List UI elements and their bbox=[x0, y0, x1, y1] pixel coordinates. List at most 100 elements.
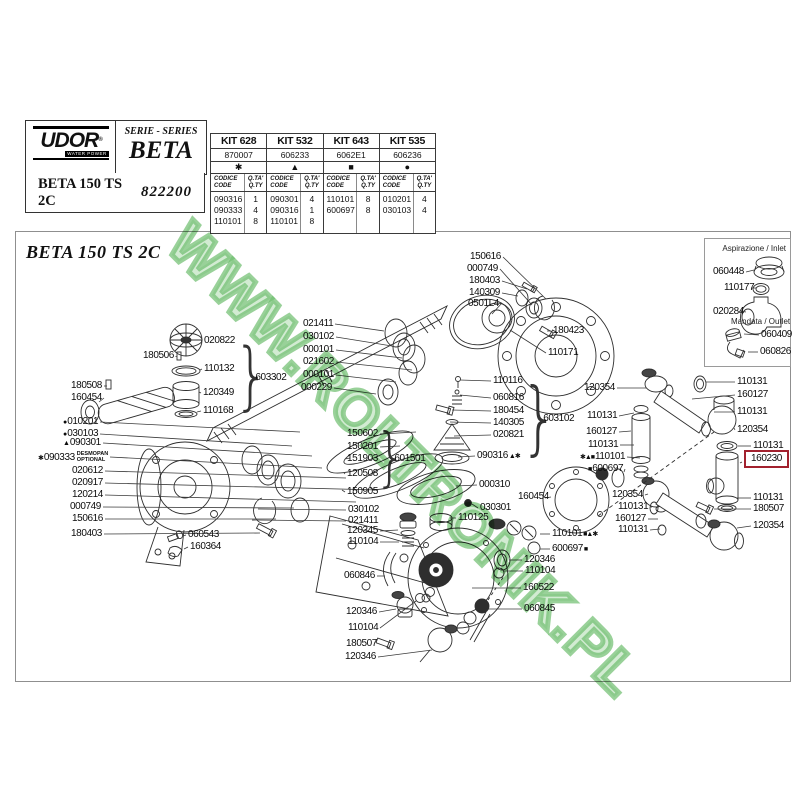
registered-mark: ® bbox=[98, 137, 103, 143]
part-label: 120354 bbox=[737, 424, 768, 435]
part-label: 000229 bbox=[301, 382, 332, 393]
part-label: 180403 bbox=[469, 275, 500, 286]
kit-symbol-marker: ■▲✱ bbox=[582, 531, 598, 538]
part-label: 110116 bbox=[493, 375, 523, 386]
part-label: 160127 bbox=[615, 513, 646, 524]
part-label: 060846 bbox=[344, 570, 375, 581]
part-label: 020612 bbox=[72, 465, 103, 476]
part-label: 060448 bbox=[713, 266, 744, 277]
part-label: 110132 bbox=[204, 363, 235, 374]
part-label: 110131 bbox=[587, 410, 618, 421]
part-label: 110104 bbox=[348, 536, 379, 547]
part-label: 060826 bbox=[760, 346, 791, 357]
part-label: 020821 bbox=[493, 429, 524, 440]
part-label: 140309 bbox=[469, 287, 500, 298]
part-label: 000749 bbox=[70, 501, 101, 512]
kit-symbol-marker: ● bbox=[63, 431, 68, 438]
part-label: 021602 bbox=[303, 356, 334, 367]
part-label: 120346 bbox=[345, 651, 376, 662]
part-label: 110104 bbox=[348, 622, 379, 633]
part-label: 160127 bbox=[737, 389, 768, 400]
part-label: 600697 ■ bbox=[552, 543, 588, 554]
part-label-highlighted: 160230 bbox=[744, 450, 789, 468]
outlet-label: Mandata / Outlet bbox=[731, 317, 791, 326]
part-label: 060845 bbox=[524, 603, 555, 614]
kit-code: 606233 bbox=[267, 149, 323, 162]
part-label: ✱▲■ 110101 bbox=[580, 451, 626, 462]
part-label: 150616 bbox=[72, 513, 103, 524]
kit-symbol-marker: ✱ bbox=[38, 455, 44, 463]
group-brace: } bbox=[375, 419, 406, 495]
part-label: 150905 bbox=[347, 486, 378, 497]
part-label: 120214 bbox=[72, 489, 103, 500]
part-label: 110177 bbox=[724, 282, 755, 293]
kit-name: KIT 628 bbox=[211, 134, 267, 149]
logo-bar-bottom bbox=[33, 158, 109, 160]
diagram-title: BETA 150 TS 2C bbox=[26, 242, 161, 262]
part-label: 160364 bbox=[190, 541, 221, 552]
part-label: 140305 bbox=[493, 417, 524, 428]
kit-code: 6062E1 bbox=[323, 149, 379, 162]
part-label: 020917 bbox=[72, 477, 103, 488]
part-label: 030301 bbox=[480, 502, 511, 513]
part-label: 120354 bbox=[753, 520, 784, 531]
inlet-label: Aspirazione / Inlet bbox=[722, 244, 786, 253]
part-label: 151903 bbox=[347, 453, 378, 464]
kit-name: KIT 532 bbox=[267, 134, 323, 149]
kit-symbol: ● bbox=[379, 162, 435, 174]
kit-symbol: ✱ bbox=[211, 162, 267, 174]
part-label: 180507 bbox=[753, 503, 784, 514]
kit-symbol: ▲ bbox=[267, 162, 323, 174]
kit-symbol-marker: ▲✱ bbox=[507, 453, 521, 460]
part-label: 030102 bbox=[348, 504, 379, 515]
part-label: 120345 bbox=[347, 525, 378, 536]
group-label: 603302 bbox=[255, 372, 287, 383]
part-label: 060543 bbox=[188, 529, 219, 540]
part-label: 180507 bbox=[346, 638, 377, 649]
part-label: ▲ 090301 bbox=[63, 437, 101, 448]
part-label: 021411 bbox=[348, 515, 379, 526]
group-brace: } bbox=[233, 332, 270, 419]
part-label: 160454 bbox=[518, 491, 549, 502]
kit-symbol: ■ bbox=[323, 162, 379, 174]
model-box: BETA 150 TS 2C 822200 bbox=[25, 173, 205, 213]
part-label: 150201 bbox=[347, 441, 378, 452]
part-label: 160522 bbox=[523, 582, 554, 593]
model-name: BETA 150 TS 2C bbox=[38, 175, 123, 209]
group-brace: } bbox=[520, 370, 559, 464]
part-label: 120354 bbox=[584, 382, 615, 393]
part-label: 110131 bbox=[618, 501, 649, 512]
part-label: 110171 bbox=[548, 347, 579, 358]
inlet-outlet-box: Aspirazione / Inlet Mandata / Outlet bbox=[704, 238, 791, 367]
group-label: 601501 bbox=[394, 453, 426, 464]
kit-symbol-marker: ■ bbox=[582, 546, 588, 553]
part-label: 000101 bbox=[303, 344, 334, 355]
part-label: 000310 bbox=[479, 479, 510, 490]
part-label: 180423 bbox=[553, 325, 584, 336]
part-label: ● 010201 bbox=[63, 416, 99, 427]
part-label: 110104 bbox=[525, 565, 556, 576]
part-label: 021411 bbox=[303, 318, 334, 329]
part-label: 000101 bbox=[303, 369, 334, 380]
part-label: 180508 bbox=[71, 380, 102, 391]
kit-name: KIT 643 bbox=[323, 134, 379, 149]
group-label: 603102 bbox=[543, 413, 575, 424]
kit-symbol-marker: ▲ bbox=[63, 440, 70, 447]
part-label: 110131 bbox=[753, 440, 784, 451]
part-label: 110168 bbox=[203, 405, 234, 416]
part-label: 120346 bbox=[346, 606, 377, 617]
